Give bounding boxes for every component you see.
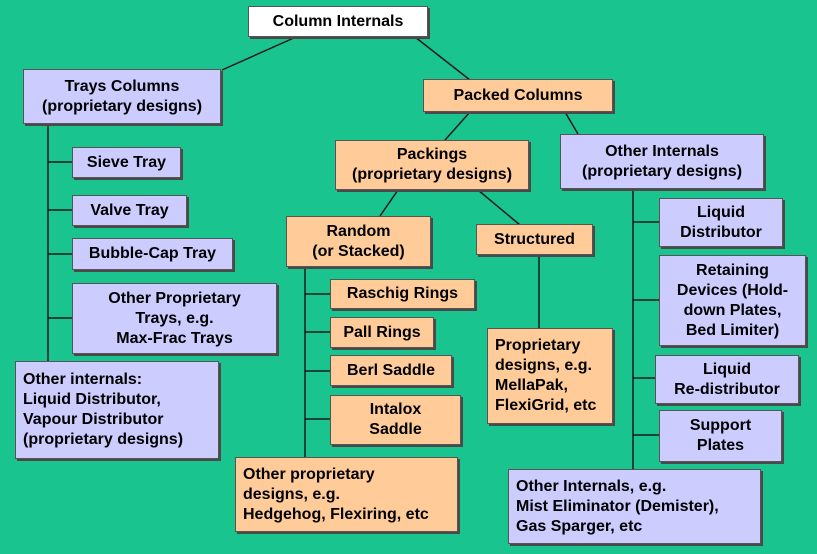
node-raschig-rings: Raschig Rings — [330, 279, 475, 309]
node-random-other-designs: Other proprietary designs, e.g. Hedgehog… — [235, 457, 458, 532]
node-other-proprietary-trays: Other Proprietary Trays, e.g. Max-Frac T… — [72, 283, 277, 354]
connector-packed-other — [564, 111, 579, 135]
node-random: Random (or Stacked) — [286, 216, 431, 267]
node-sieve-tray: Sieve Tray — [72, 147, 181, 178]
node-structured: Structured — [476, 224, 593, 255]
node-liquid-redistributor: Liquid Re-distributor — [655, 355, 799, 404]
node-other-internals-eg: Other Internals, e.g. Mist Eliminator (D… — [508, 469, 761, 544]
connector-packings-random — [379, 189, 399, 217]
connector-packed-packings — [444, 111, 471, 141]
node-packings: Packings (proprietary designs) — [335, 140, 529, 190]
node-berl-saddle: Berl Saddle — [330, 355, 452, 386]
connector-root-packed — [414, 36, 471, 81]
connector-root-trays — [221, 36, 297, 71]
node-trays-columns: Trays Columns (proprietary designs) — [23, 69, 221, 124]
node-retaining-devices: Retaining Devices (Hold- down Plates, Be… — [659, 255, 806, 346]
node-trays-other-internals: Other internals: Liquid Distributor, Vap… — [15, 361, 219, 459]
node-valve-tray: Valve Tray — [72, 195, 187, 226]
node-support-plates: Support Plates — [659, 410, 782, 462]
node-liquid-distributor: Liquid Distributor — [659, 198, 783, 247]
node-pall-rings: Pall Rings — [330, 317, 434, 348]
node-bubble-cap-tray: Bubble-Cap Tray — [72, 238, 233, 270]
node-structured-proprietary: Proprietary designs, e.g. MellaPak, Flex… — [487, 328, 613, 424]
node-packed-columns: Packed Columns — [423, 79, 613, 112]
connector-packings-structured — [477, 189, 521, 226]
node-column-internals: Column Internals — [248, 6, 428, 37]
node-packed-other-internals: Other Internals (proprietary designs) — [560, 134, 764, 189]
node-intalox-saddle: Intalox Saddle — [330, 395, 461, 445]
